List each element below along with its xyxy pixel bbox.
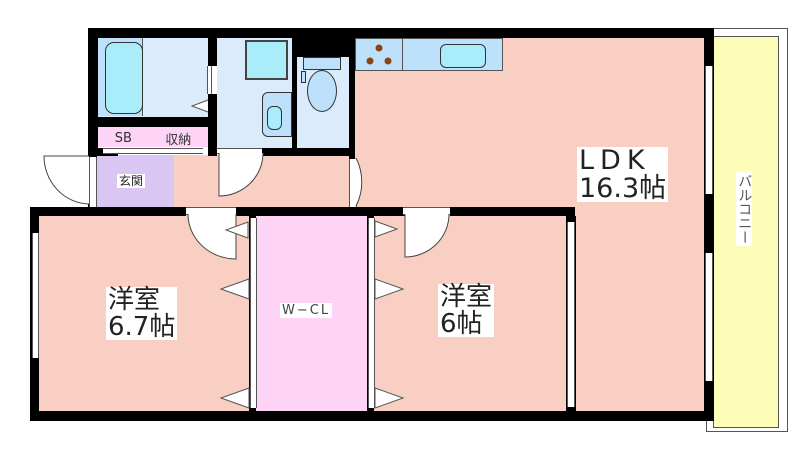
balcony-window-upper[interactable] (705, 66, 713, 194)
entrance-door-swing-icon[interactable] (42, 155, 92, 207)
wall (208, 94, 217, 156)
balcony-label: バルコニー (736, 172, 753, 246)
storage-sliding-door[interactable] (103, 148, 203, 154)
entrance-door-frame (89, 157, 97, 207)
ldk-label: LDK 16.3帖 (577, 145, 669, 204)
wall (98, 117, 208, 127)
hallway-floor (173, 155, 358, 210)
wcl-right-doors[interactable] (368, 218, 375, 408)
toilet-tank-icon (303, 57, 341, 70)
western-room-1-area: 6.7帖 (108, 311, 176, 342)
wcl-door-arrow-icon (374, 220, 399, 238)
wcl-door-arrow-icon (219, 387, 250, 409)
western-room-1-label: 洋室 6.7帖 (106, 285, 178, 342)
room2-door-swing-icon[interactable] (403, 213, 451, 259)
toilet-paper-icon (301, 71, 306, 83)
ldk-area: 16.3帖 (579, 172, 667, 204)
wcl-door-arrow-icon (374, 387, 405, 409)
wall (30, 207, 186, 216)
western-room-1-name: 洋室 (108, 285, 161, 315)
toilet-bowl-icon (307, 70, 337, 112)
room1-door-swing-icon[interactable] (186, 213, 238, 261)
western-room-2-label: 洋室 6帖 (438, 282, 495, 339)
western-room-2-area: 6帖 (440, 308, 483, 339)
bathtub-basin-icon (105, 42, 143, 114)
wall (704, 28, 714, 421)
storage-name-label: 収納 (165, 132, 192, 148)
washroom-door-swing-icon[interactable] (217, 152, 265, 198)
room2-ldk-sliding-door[interactable] (567, 222, 575, 407)
wcl-left-doors[interactable] (250, 218, 257, 408)
wcl-label: W−CL (280, 303, 333, 319)
wall (30, 411, 713, 421)
stove-burners-icon (366, 44, 392, 65)
wall (88, 28, 712, 38)
wcl-door-arrow-icon (224, 221, 249, 239)
wall (292, 38, 297, 156)
bath-door-icon (190, 99, 209, 113)
wall (349, 38, 355, 156)
wall (292, 38, 354, 57)
ldk-door-swing-icon[interactable] (355, 157, 399, 207)
western-room-2-name: 洋室 (440, 282, 493, 312)
wall (349, 156, 355, 159)
wall (262, 148, 355, 156)
bath-door-frame (207, 66, 212, 94)
wall (208, 38, 217, 66)
counter-divider (402, 38, 403, 71)
wall (236, 207, 406, 216)
wash-basin-bowl-icon (267, 106, 282, 130)
wall (88, 28, 98, 156)
entrance-label: 玄関 (117, 174, 146, 189)
wcl-door-arrow-icon (219, 278, 250, 300)
wcl-door-arrow-icon (374, 278, 405, 300)
kitchen-sink-icon (440, 44, 486, 68)
ldk-name: LDK (579, 145, 651, 176)
wall (450, 207, 575, 216)
balcony-window-lower[interactable] (705, 253, 713, 381)
storage-sb-label: SB (114, 130, 132, 146)
storage-floor (97, 127, 208, 147)
washing-machine-icon (245, 40, 288, 80)
storage-label: SB 収納 (98, 128, 208, 148)
room1-window[interactable] (32, 233, 39, 358)
